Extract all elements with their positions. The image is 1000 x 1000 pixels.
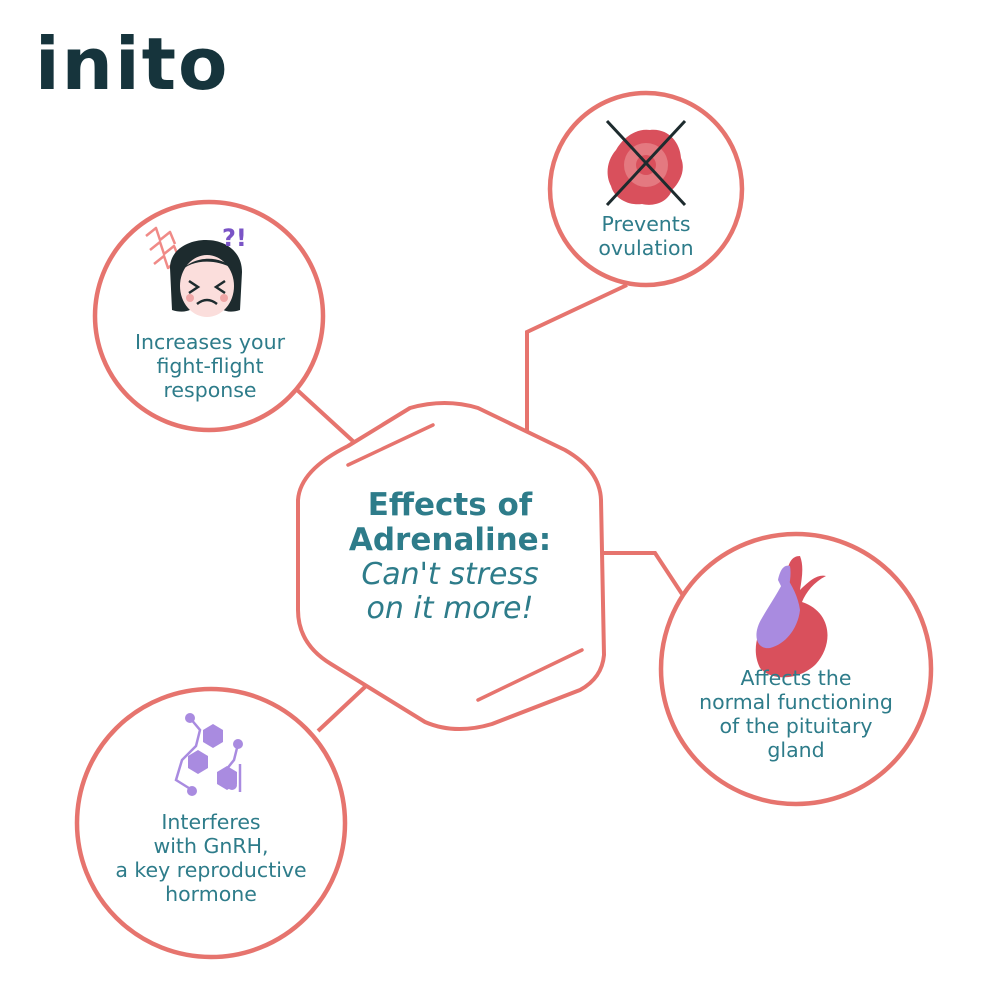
center-hexagon [296,401,606,732]
node-label-line: of the pituitary [719,714,873,738]
pituitary-gland-icon [755,556,828,678]
connector-pituitary [604,551,684,596]
center-title-line-1: Effects of [367,487,533,523]
node-label-line: a key reproductive [115,858,307,882]
node-label-line: Increases your [134,330,286,354]
center-subtitle-line-1: Can't stress [361,557,539,592]
crossed-egg-icon [605,119,687,207]
inito-logo: inito [35,28,230,100]
node-label-line: hormone [165,882,257,906]
center-label: Effects of Adrenaline: Can't stress on i… [320,488,580,626]
node-circle-gnrh [74,686,348,960]
node-label-line: gland [767,738,825,762]
node-label-line: normal functioning [699,690,893,714]
node-label-line: fight-flight [156,354,264,378]
node-label-gnrh: Interferes with GnRH, a key reproductive… [82,810,340,906]
node-label-pituitary: Affects the normal functioning of the pi… [667,666,925,762]
node-label-line: Interferes [161,810,261,834]
molecule-icon [174,713,243,796]
connector-fight-flight [293,386,357,445]
connector-gnrh [316,684,368,733]
node-label-line: with GnRH, [153,834,269,858]
node-label-line: Prevents [601,212,691,236]
connector-ovulation [525,283,628,435]
logo-text: inito [35,22,230,106]
hexagon-accent-top [346,423,435,467]
node-label-ovulation: Prevents ovulation [566,212,726,260]
hexagon-accent-bottom [476,648,584,702]
exclamation-mark: ?! [222,224,247,252]
node-label-fight-flight: Increases your fight-flight response [110,330,310,402]
node-label-line: ovulation [598,236,694,260]
connectors [293,283,684,733]
node-label-line: response [163,378,257,402]
center-subtitle-line-2: on it more! [366,591,534,626]
center-title-line-2: Adrenaline: [348,522,552,558]
stressed-face-icon: ?! [145,224,247,317]
node-label-line: Affects the [740,666,852,690]
